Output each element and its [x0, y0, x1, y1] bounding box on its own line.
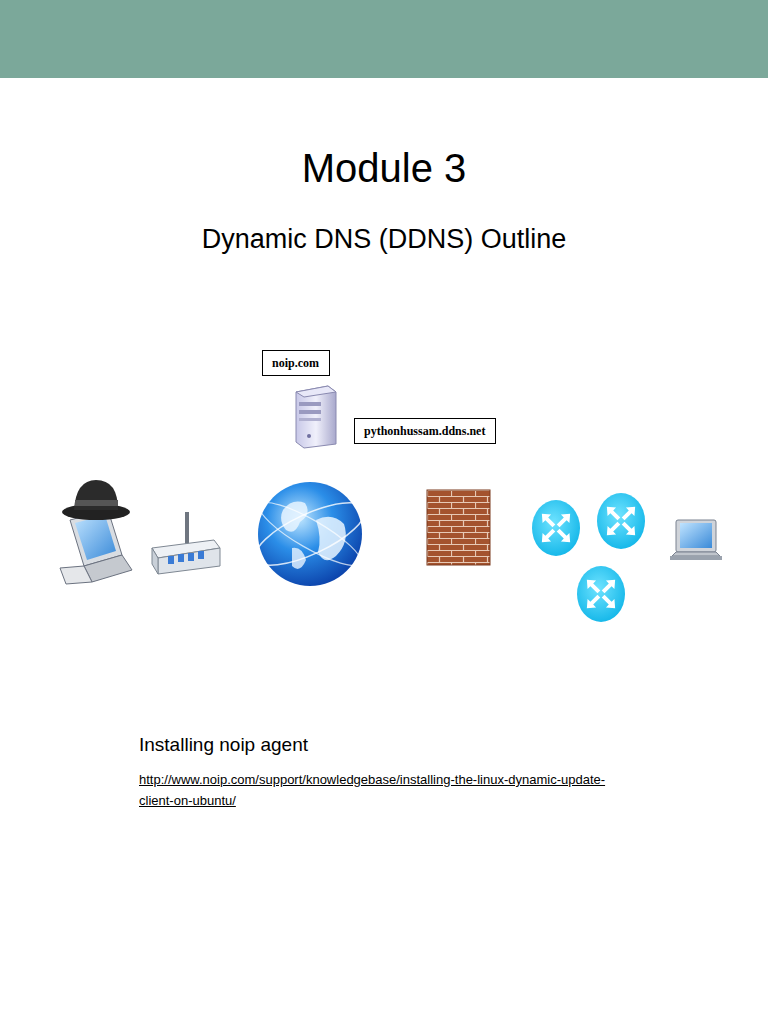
address-box: pythonhussam.ddns.net	[354, 418, 496, 444]
laptop-icon	[670, 556, 722, 560]
router-symbol	[599, 592, 620, 613]
laptop-icon	[672, 552, 720, 556]
router-symbol	[603, 503, 624, 524]
address-box: noip.com	[262, 350, 330, 376]
internet-globe	[247, 482, 373, 586]
router-symbol	[583, 576, 604, 597]
hacker-icon	[84, 555, 132, 582]
header-band	[0, 0, 768, 78]
link-text: http://www.noip.com/support/knowledgebas…	[139, 769, 629, 811]
hacker-icon	[60, 566, 92, 584]
page-title: Module 3	[0, 144, 768, 192]
router-symbol	[603, 519, 624, 540]
server-icon	[299, 402, 321, 406]
router-symbol	[532, 500, 580, 556]
subtitle: Dynamic DNS (DDNS) Outline	[0, 218, 768, 261]
router-symbol	[619, 519, 640, 540]
hacker-icon	[74, 480, 118, 510]
router-symbol	[597, 493, 645, 549]
router-icon	[158, 548, 220, 574]
router-symbol	[538, 510, 559, 531]
laptop-icon	[676, 520, 716, 552]
server-icon	[299, 418, 321, 421]
router-symbol	[577, 566, 625, 622]
router-symbol	[597, 493, 645, 549]
router-symbol	[538, 526, 559, 547]
internet-globe	[281, 502, 308, 532]
router-symbol	[619, 503, 640, 524]
internet-globe	[258, 482, 362, 586]
router-icon	[152, 548, 158, 574]
router-icon	[198, 551, 204, 559]
router-symbol	[554, 510, 575, 531]
server-icon	[296, 386, 336, 448]
router-icon	[188, 553, 194, 561]
hacker-icon	[75, 515, 116, 560]
router-icon	[185, 512, 189, 544]
server-icon	[296, 386, 336, 448]
router-symbol	[532, 500, 580, 556]
hacker-icon	[60, 480, 132, 584]
router-cloud	[532, 493, 645, 622]
laptop-icon	[680, 523, 712, 548]
firewall-wall	[427, 490, 490, 565]
router-icon	[168, 556, 174, 564]
firewall-wall	[427, 490, 490, 565]
laptop-icon	[670, 520, 722, 560]
box-label: noip.com	[272, 355, 320, 371]
router-icon	[178, 554, 184, 562]
router-symbol	[583, 592, 604, 613]
section-heading: Installing noip agent	[139, 730, 539, 760]
server-icon	[299, 410, 321, 414]
internet-globe	[253, 493, 367, 575]
internet-globe	[247, 491, 373, 578]
router-symbol	[577, 566, 625, 622]
router-symbol	[554, 526, 575, 547]
router-symbol	[599, 576, 620, 597]
box-label: pythonhussam.ddns.net	[364, 423, 486, 439]
server-icon	[307, 434, 311, 438]
router-icon	[152, 512, 220, 574]
hacker-icon	[75, 500, 118, 506]
server-icon	[296, 386, 336, 397]
